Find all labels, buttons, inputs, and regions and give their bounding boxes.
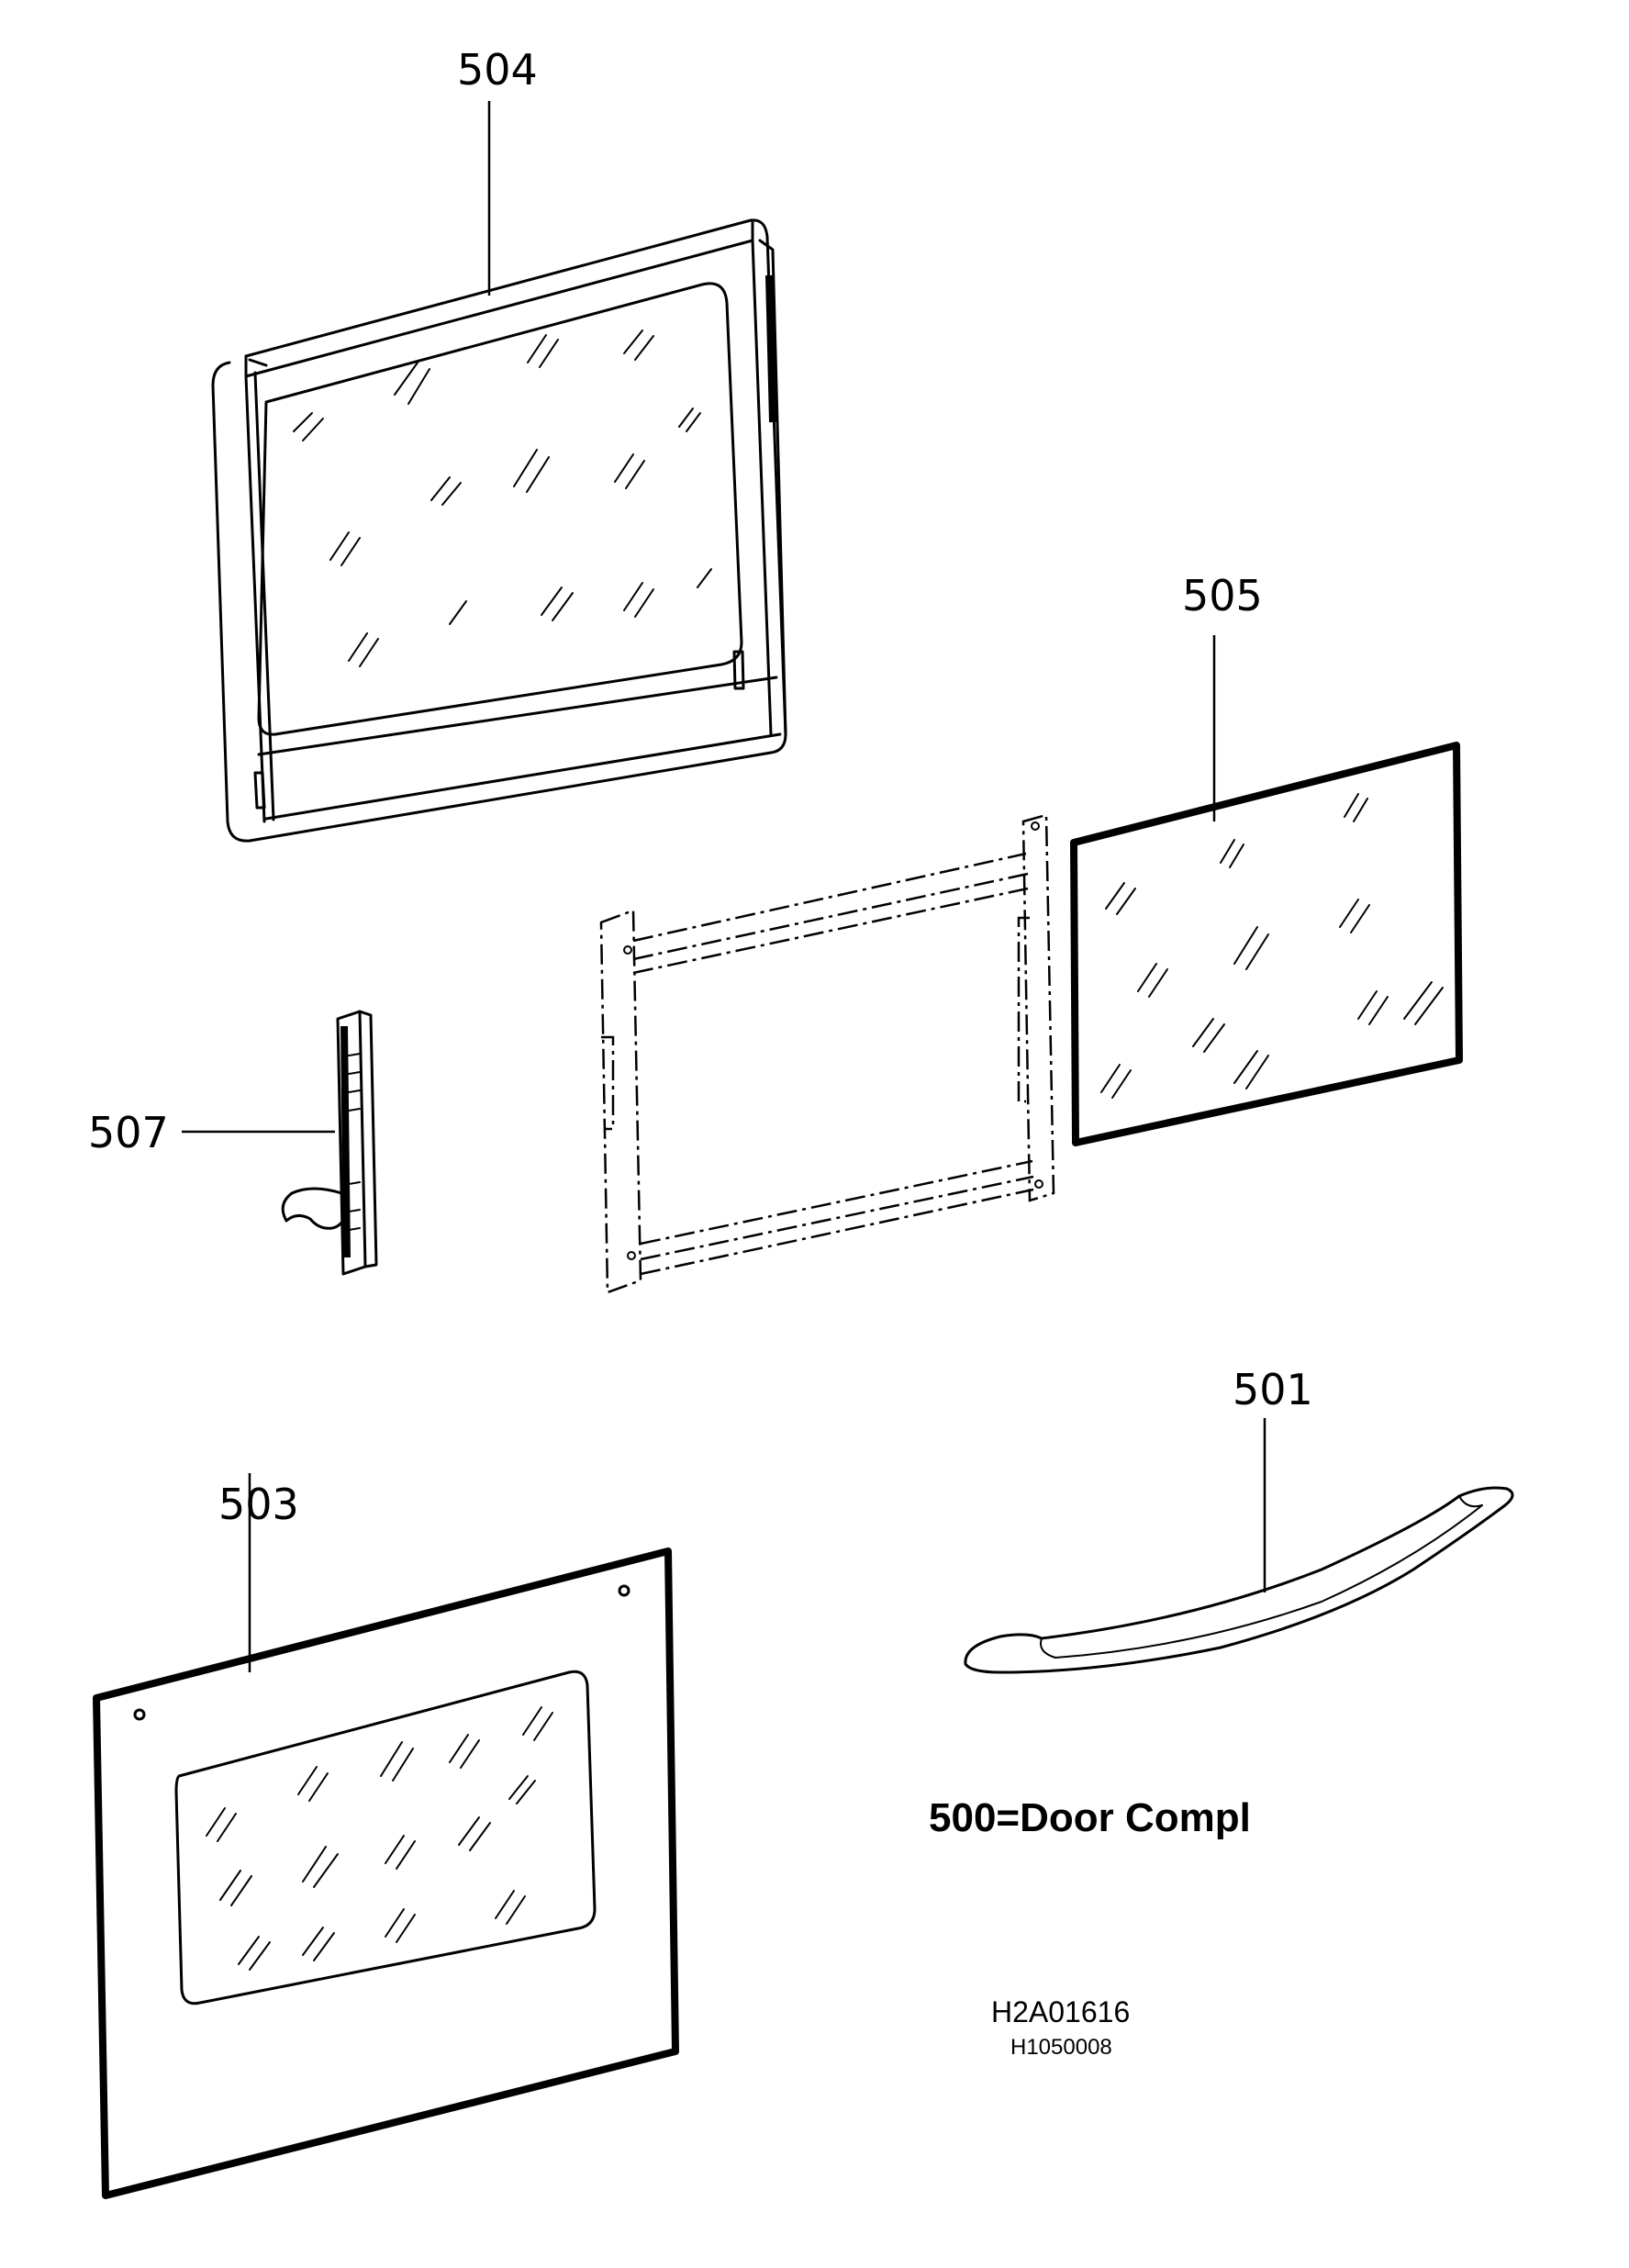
drawing-code: H2A01616 xyxy=(991,1995,1130,2028)
part-505-glass-panel xyxy=(1070,635,1463,1146)
label-505: 505 xyxy=(1182,571,1263,620)
label-501: 501 xyxy=(1233,1365,1313,1414)
drawing-subcode: H1050008 xyxy=(1010,2035,1112,2060)
legend-door-complete: 500=Door Compl xyxy=(929,1795,1251,1840)
label-507: 507 xyxy=(88,1108,169,1157)
part-503-outer-door-glass xyxy=(93,1473,679,2199)
part-501-door-handle xyxy=(964,1418,1514,1674)
label-503: 503 xyxy=(218,1480,299,1529)
part-507-hinge xyxy=(182,1010,378,1276)
glass-support-frame xyxy=(599,813,1055,1294)
part-504-inner-door-frame xyxy=(211,101,787,843)
label-504: 504 xyxy=(457,45,538,95)
